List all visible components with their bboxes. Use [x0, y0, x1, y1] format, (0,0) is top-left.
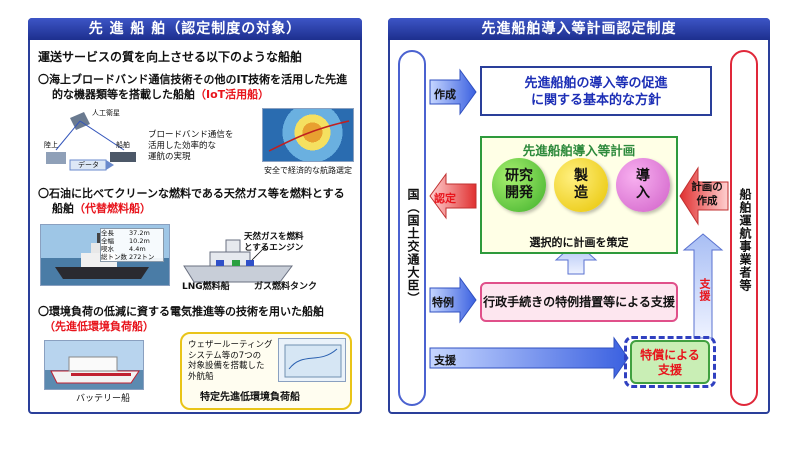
callout-line-3: 対象設備を搭載した: [188, 361, 265, 371]
spec-value: 10.2m: [129, 237, 150, 245]
right-panel: 先進船舶導入等計画認定制度 国（国土交通大臣） 船舶運航事業者等: [388, 18, 770, 414]
route-map-image: [262, 108, 354, 162]
callout-text: ウェザールーティング システム等の7つの 対象設備を搭載した 外航船: [188, 340, 273, 382]
lng-ship-label: LNG燃料船: [182, 282, 230, 292]
flow-arrows: [429, 68, 729, 380]
circle-manufacture-label: 製造: [574, 168, 588, 201]
green-box-line-1: 特償による: [640, 348, 700, 362]
gas-tank-label: ガス燃料タンク: [254, 282, 318, 292]
item1-line2-red: （IoT活用船）: [195, 88, 270, 101]
weather-routing-image: [278, 338, 346, 382]
plan-creation-line-2: 作成: [696, 195, 718, 207]
item1-note-line-3: 運航の実現: [148, 152, 191, 162]
spec-row: 喫水 4.4m: [101, 245, 163, 253]
weather-routing-graphic: [284, 344, 342, 378]
battery-ship-label: バッテリー船: [76, 394, 131, 404]
land-label: 陸上: [44, 141, 58, 149]
item2-line2-red: （代替燃料船）: [74, 202, 151, 215]
callout-line-1: ウェザールーティング: [188, 340, 273, 350]
callout-red-label: 特定先進低環境負荷船: [200, 392, 300, 403]
policy-box: 先進船舶の導入等の促進 に関する基本的な方針: [480, 66, 712, 116]
data-label: データ: [78, 161, 99, 169]
spec-value: 4.4m: [129, 245, 146, 253]
policy-line-2: に関する基本的な方針: [530, 93, 661, 108]
satellite-link-graphic: [46, 112, 136, 171]
spec-key: 総トン数: [101, 253, 127, 261]
circle-research: 研究開発: [492, 158, 546, 212]
left-intro: 運送サービスの質を向上させる以下のような船舶: [38, 50, 303, 64]
item3-line2: （先進低環境負荷船）: [44, 320, 154, 333]
route-map-caption: 安全で経済的な航路選定: [264, 166, 352, 175]
lng-ship-graphic: [183, 239, 293, 283]
ship-label: 船舶: [116, 141, 130, 149]
left-panel-header: 先 進 船 舶（認定制度の対象）: [28, 18, 362, 40]
item1-line2-text: 的な機器類等を搭載した船舶: [52, 88, 195, 101]
plan-creation-line-1: 計画の: [691, 181, 723, 193]
iot-diagram: 人工衛星 陸上 データ 船舶: [40, 106, 140, 182]
government-pill: 国（国土交通大臣）: [398, 50, 426, 406]
spec-key: 喫水: [101, 245, 114, 253]
support-arrow: [429, 336, 629, 380]
circle-research-label: 研究開発: [505, 168, 533, 201]
exception-box: 行政手続きの特例措置等による支援: [480, 282, 678, 322]
lng-ship-diagram: [180, 232, 300, 288]
item1-line1: 〇海上ブロードバンド通信技術その他のIT技術を活用した先進: [38, 73, 348, 86]
operator-label: 船舶運航事業者等: [738, 188, 752, 292]
battery-ship-graphic: [50, 356, 140, 384]
right-panel-header: 先進船舶導入等計画認定制度: [388, 18, 770, 40]
create-label: 作成: [434, 88, 456, 101]
left-panel: 先 進 船 舶（認定制度の対象） 運送サービスの質を向上させる以下のような船舶 …: [28, 18, 362, 414]
green-box-line-2: 支援: [657, 363, 682, 377]
circle-manufacture: 製造: [554, 158, 608, 212]
item2-line2: 船舶（代替燃料船）: [52, 201, 151, 216]
plan-note: 選択的に計画を策定: [529, 236, 629, 249]
item1-note: ブロードバンド通信を 活用した効率的な 運航の実現: [148, 130, 258, 163]
engine-label-line-2: とするエンジン: [244, 243, 304, 253]
plan-title: 先進船舶導入等計画: [522, 143, 636, 158]
engine-label: 天然ガスを燃料 とするエンジン: [244, 232, 304, 254]
approve-arrow: [429, 172, 477, 220]
callout-line-4: 外航船: [188, 371, 214, 382]
support-label: 支援: [434, 354, 456, 367]
spec-row: 全幅 10.2m: [101, 237, 163, 245]
plan-creation-label: 計画の 作成: [690, 180, 724, 208]
vertical-support-arrow: [682, 233, 724, 339]
item2-line1: 〇石油に比べてクリーンな燃料である天然ガス等を燃料とする: [38, 187, 345, 200]
item1-line2: 的な機器類等を搭載した船舶（IoT活用船）: [52, 87, 269, 102]
item3-line1: 〇環境負荷の低減に資する電気推進等の技術を用いた船舶: [38, 305, 324, 318]
operator-pill: 船舶運航事業者等: [730, 50, 758, 406]
spec-value: 272トン: [129, 253, 155, 261]
circle-introduce: 導入: [616, 158, 670, 212]
plan-creation-arrow: [679, 166, 729, 226]
callout-line-2: システム等の7つの: [188, 350, 262, 361]
route-map-graphic: [268, 120, 350, 152]
approve-label: 認定: [434, 192, 456, 205]
exception-box-text: 行政手続きの特例措置等による支援: [483, 295, 675, 309]
policy-line-1: 先進船舶の導入等の促進: [524, 76, 668, 91]
battery-ship-photo: [44, 340, 144, 390]
satellite-label: 人工衛星: [92, 109, 120, 117]
spec-row: 全長 37.2m: [101, 229, 163, 237]
special-depreciation-box: 特償による 支援: [630, 340, 710, 384]
circle-introduce-label: 導入: [636, 168, 650, 201]
item1-note-line-2: 活用した効率的な: [148, 141, 217, 151]
vertical-support-label: 支援: [698, 278, 711, 302]
exception-label: 特例: [432, 296, 454, 309]
plan-box: 先進船舶導入等計画 研究開発 製造 導入 選択的に計画を策定: [480, 136, 678, 254]
government-label: 国（国土交通大臣）: [406, 188, 420, 305]
callout-box: ウェザールーティング システム等の7つの 対象設備を搭載した 外航船 特定先進低…: [180, 332, 352, 410]
item1-note-line-1: ブロードバンド通信を: [148, 130, 234, 140]
spec-key: 全幅: [101, 237, 114, 245]
special-depreciation-outline: [624, 336, 716, 388]
item2-line2-text: 船舶: [52, 202, 74, 215]
spec-key: 全長: [101, 229, 114, 237]
engine-label-line-1: 天然ガスを燃料: [244, 232, 304, 242]
spec-value: 37.2m: [129, 229, 150, 237]
exception-arrow: [429, 276, 477, 324]
create-arrow: [429, 68, 477, 116]
